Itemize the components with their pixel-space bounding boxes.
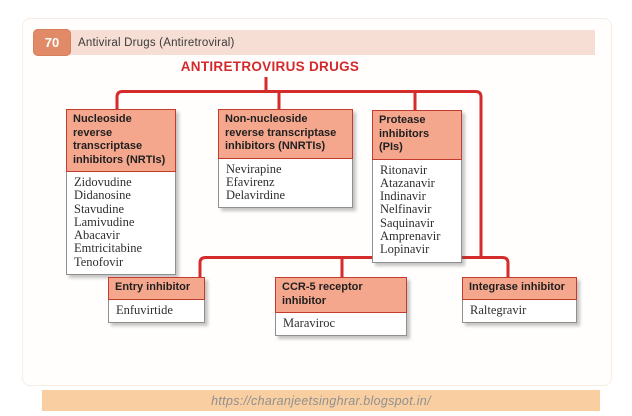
drug-class-box-integrase: Integrase inhibitor Raltegravir: [462, 277, 577, 323]
drug-name: Lopinavir: [380, 242, 430, 257]
header-bar: [58, 30, 595, 55]
drug-name: Abacavir: [74, 228, 120, 243]
drug-name: Saquinavir: [380, 215, 435, 230]
drug-name: Delavirdine: [226, 188, 286, 203]
header-title: Antiviral Drugs (Antiretroviral): [78, 36, 235, 49]
drug-list: Raltegravir: [462, 299, 577, 323]
drug-class-title: CCR-5 receptor inhibitor: [275, 277, 407, 313]
drug-class-box-ccr5: CCR-5 receptor inhibitor Maraviroc: [275, 277, 407, 337]
diagram-title: ANTIRETROVIRUS DRUGS: [180, 59, 360, 74]
drug-name: Stavudine: [74, 201, 124, 216]
drug-class-box-nnrti: Non-nucleoside reverse transcriptase inh…: [218, 109, 353, 209]
drug-name: Indinavir: [380, 189, 426, 204]
drug-name: Atazanavir: [380, 175, 435, 190]
drug-name: Zidovudine: [74, 175, 132, 189]
drug-class-title: Protease inhibitors (PIs): [372, 110, 462, 160]
drug-list: Enfuvirtide: [108, 299, 205, 323]
drug-name: Raltegravir: [470, 302, 527, 317]
drug-class-title: Integrase inhibitor: [462, 277, 577, 300]
drug-name: Amprenavir: [380, 228, 441, 243]
footer-url: https://charanjeetsinghrar.blogspot.in/: [42, 390, 600, 411]
slide-number-badge: 70: [33, 29, 71, 56]
drug-class-title: Non-nucleoside reverse transcriptase inh…: [218, 109, 353, 159]
drug-class-box-nrti: Nucleoside reverse transcriptase inhibit…: [66, 109, 176, 276]
drug-name: Maraviroc: [283, 316, 336, 330]
drug-name: Ritonavir: [380, 162, 428, 177]
drug-name: Efavirenz: [226, 174, 275, 189]
drug-list: Maraviroc: [275, 313, 407, 337]
drug-class-title: Entry inhibitor: [108, 277, 205, 300]
drug-name: Enfuvirtide: [116, 302, 173, 317]
drug-name: Lamivudine: [74, 214, 135, 229]
drug-name: Emtricitabine: [74, 241, 143, 256]
drug-name: Nelfinavir: [380, 202, 432, 217]
drug-name: Nevirapine: [226, 161, 282, 176]
drug-class-title: Nucleoside reverse transcriptase inhibit…: [66, 109, 176, 172]
drug-name: Didanosine: [74, 188, 131, 203]
drug-name: Tenofovir: [74, 254, 124, 269]
drug-class-box-entry: Entry inhibitor Enfuvirtide: [108, 277, 205, 323]
